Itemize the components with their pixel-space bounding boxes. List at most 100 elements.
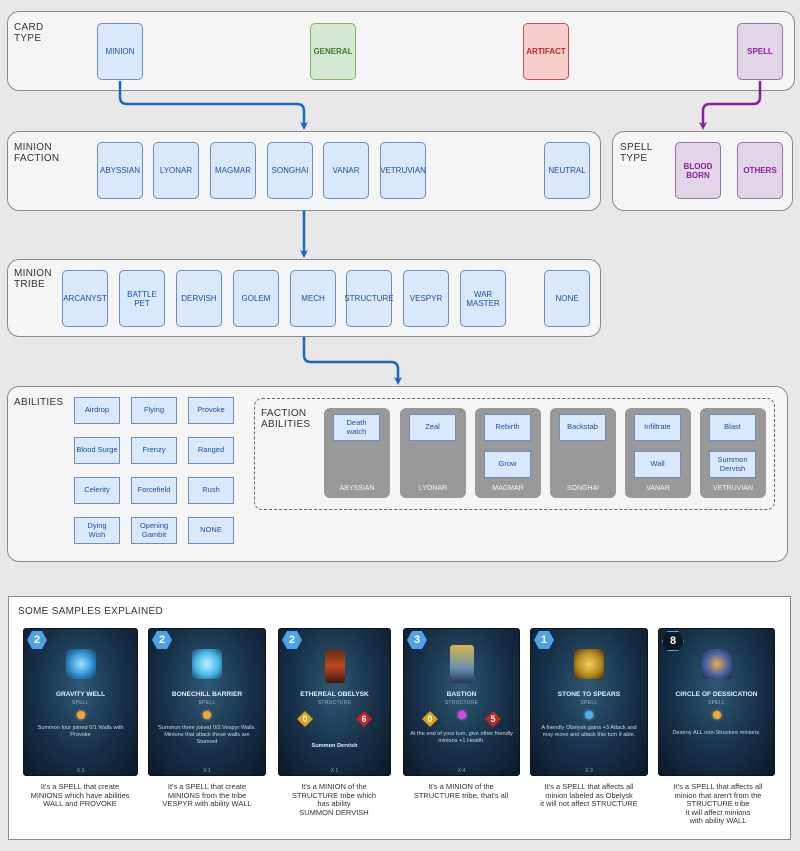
sample-card-circle-of-dessication[interactable]: 8 CIRCLE OF DESSICATION SPELL Destroy AL…: [658, 628, 775, 776]
attack-stat: 0: [297, 711, 313, 727]
card-name: GRAVITY WELL: [55, 691, 106, 698]
ability-none[interactable]: NONE: [188, 517, 234, 544]
mana-cost-badge: 2: [152, 631, 172, 649]
faction-ability-infiltrate[interactable]: Infiltrate: [634, 414, 681, 441]
sample-explanation: It's a MINION of the STRUCTURE tribe, th…: [413, 782, 509, 800]
card-type: SPELL: [580, 700, 598, 706]
faction-vetruvian[interactable]: VETRUVIAN: [380, 142, 426, 199]
faction-ability-blast[interactable]: Blast: [709, 414, 756, 441]
rarity-gem-icon: [585, 711, 593, 719]
tribe-war-master[interactable]: WAR MASTER: [460, 270, 506, 327]
rarity-gem-icon: [457, 711, 466, 719]
card-type-artifact[interactable]: ARTIFACT: [523, 23, 569, 80]
faction-songhai[interactable]: SONGHAI: [267, 142, 313, 199]
card-count: X 3: [585, 768, 593, 774]
health-stat: 6: [356, 711, 372, 727]
ability-blood-surge[interactable]: Blood Surge: [74, 437, 120, 464]
faction-ability-grow[interactable]: Grow: [484, 451, 531, 478]
mana-cost-badge: 8: [662, 631, 684, 651]
tribe-none[interactable]: NONE: [544, 270, 590, 327]
abilities-label: ABILITIES: [14, 397, 64, 408]
faction-column-name: ABYSSIAN: [339, 485, 375, 492]
sample-card-gravity-well[interactable]: 2 GRAVITY WELL SPELL Summon four joined …: [23, 628, 138, 776]
card-name: ETHEREAL OBELYSK: [300, 691, 369, 698]
ability-opening-gambit[interactable]: Opening Gambit: [131, 517, 177, 544]
mana-cost-badge: 2: [27, 631, 47, 649]
card-art-icon: [65, 649, 96, 679]
card-name: STONE TO SPEARS: [557, 691, 621, 698]
health-stat: 5: [485, 711, 501, 727]
faction-abyssian[interactable]: ABYSSIAN: [97, 142, 143, 199]
card-count: X 1: [203, 768, 211, 774]
faction-ability-summon-dervish[interactable]: Summon Dervish: [709, 451, 756, 478]
card-type-general[interactable]: GENERAL: [310, 23, 356, 80]
card-text: Summon three joined 0/2 Vespyr Walls. Mi…: [158, 725, 256, 745]
card-type-spell[interactable]: SPELL: [737, 23, 783, 80]
card-art-icon: [701, 649, 732, 679]
faction-column-name: SONGHAI: [566, 485, 600, 492]
card-art-icon: [324, 649, 345, 683]
minion-faction-label: MINION FACTION: [14, 142, 60, 164]
card-type-minion[interactable]: MINION: [97, 23, 143, 80]
faction-ability-deathwatch[interactable]: Death watch: [333, 414, 380, 441]
arrow-tribe-to-abilities: [302, 337, 402, 385]
tribe-battle-pet[interactable]: BATTLE PET: [119, 270, 165, 327]
sample-card-stone-to-spears[interactable]: 1 STONE TO SPEARS SPELL A friendly Obely…: [530, 628, 648, 776]
spell-type-label: SPELL TYPE: [620, 142, 653, 164]
ability-celerity[interactable]: Celerity: [74, 477, 120, 504]
attack-stat: 0: [422, 711, 438, 727]
card-type: SPELL: [71, 700, 90, 706]
card-text: At the end of your turn, give other frie…: [410, 731, 513, 744]
card-count: X 1: [330, 768, 339, 774]
card-text: Destroy ALL non-Structure minions.: [672, 730, 761, 736]
ability-flying[interactable]: Flying: [131, 397, 177, 424]
ability-frenzy[interactable]: Frenzy: [131, 437, 177, 464]
minion-tribe-label: MINION TRIBE: [14, 268, 52, 290]
faction-ability-rebirth[interactable]: Rebirth: [484, 414, 531, 441]
ability-dying-wish[interactable]: Dying Wish: [74, 517, 120, 544]
sample-explanation: It's a SPELL that affects all minion tha…: [673, 782, 763, 826]
card-art-icon: [449, 645, 474, 683]
card-type: SPELL: [707, 700, 726, 706]
sample-card-ethereal-obelysk[interactable]: 2 ETHEREAL OBELYSK STRUCTURE 0 6 Summon …: [278, 628, 391, 776]
faction-vanar[interactable]: VANAR: [323, 142, 369, 199]
faction-ability-backstab[interactable]: Backstab: [559, 414, 606, 441]
tribe-arcanyst[interactable]: ARCANYST: [62, 270, 108, 327]
sample-explanation: It's a SPELL that create MINIONS from th…: [162, 782, 252, 809]
tribe-structure[interactable]: STRUCTURE: [344, 270, 394, 327]
tribe-golem[interactable]: GOLEM: [233, 270, 279, 327]
faction-column-name: MAGMAR: [492, 485, 524, 492]
card-type: STRUCTURE: [317, 700, 352, 706]
sample-card-bonechill-barrier[interactable]: 2 BONECHILL BARRIER SPELL Summon three j…: [148, 628, 266, 776]
faction-ability-wall[interactable]: Wall: [634, 451, 681, 478]
faction-neutral[interactable]: NEUTRAL: [544, 142, 590, 199]
card-count: X 4: [457, 768, 466, 774]
ability-rush[interactable]: Rush: [188, 477, 234, 504]
faction-abilities-label: FACTION ABILITIES: [261, 408, 311, 430]
tribe-dervish[interactable]: DERVISH: [176, 270, 222, 327]
ability-provoke[interactable]: Provoke: [188, 397, 234, 424]
sample-explanation: It's a SPELL that affects all minion lab…: [540, 782, 638, 809]
faction-magmar[interactable]: MAGMAR: [210, 142, 256, 199]
sample-card-bastion[interactable]: 3 BASTION STRUCTURE 0 5 At the end of yo…: [403, 628, 520, 776]
spell-type-others[interactable]: OTHERS: [737, 142, 783, 199]
card-type: SPELL: [198, 700, 216, 706]
faction-lyonar[interactable]: LYONAR: [153, 142, 199, 199]
rarity-gem-icon: [203, 711, 211, 719]
card-text: Summon Dervish: [311, 743, 358, 749]
card-name: BONECHILL BARRIER: [171, 691, 243, 698]
ability-airdrop[interactable]: Airdrop: [74, 397, 120, 424]
card-type: STRUCTURE: [444, 700, 479, 706]
spell-type-blood-born[interactable]: BLOOD BORN: [675, 142, 721, 199]
faction-ability-zeal[interactable]: Zeal: [409, 414, 456, 441]
ability-ranged[interactable]: Ranged: [188, 437, 234, 464]
tribe-vespyr[interactable]: VESPYR: [403, 270, 449, 327]
faction-abilities-group: [254, 398, 775, 510]
card-type-label: CARD TYPE: [14, 22, 44, 44]
tribe-mech[interactable]: MECH: [290, 270, 336, 327]
card-text: A friendly Obelysk gains +3 Attack and m…: [541, 725, 637, 738]
card-count: X 3: [76, 768, 85, 774]
faction-column-name: LYONAR: [418, 485, 448, 492]
arrow-spell-to-spell-type: [699, 81, 762, 130]
ability-forcefield[interactable]: Forcefield: [131, 477, 177, 504]
